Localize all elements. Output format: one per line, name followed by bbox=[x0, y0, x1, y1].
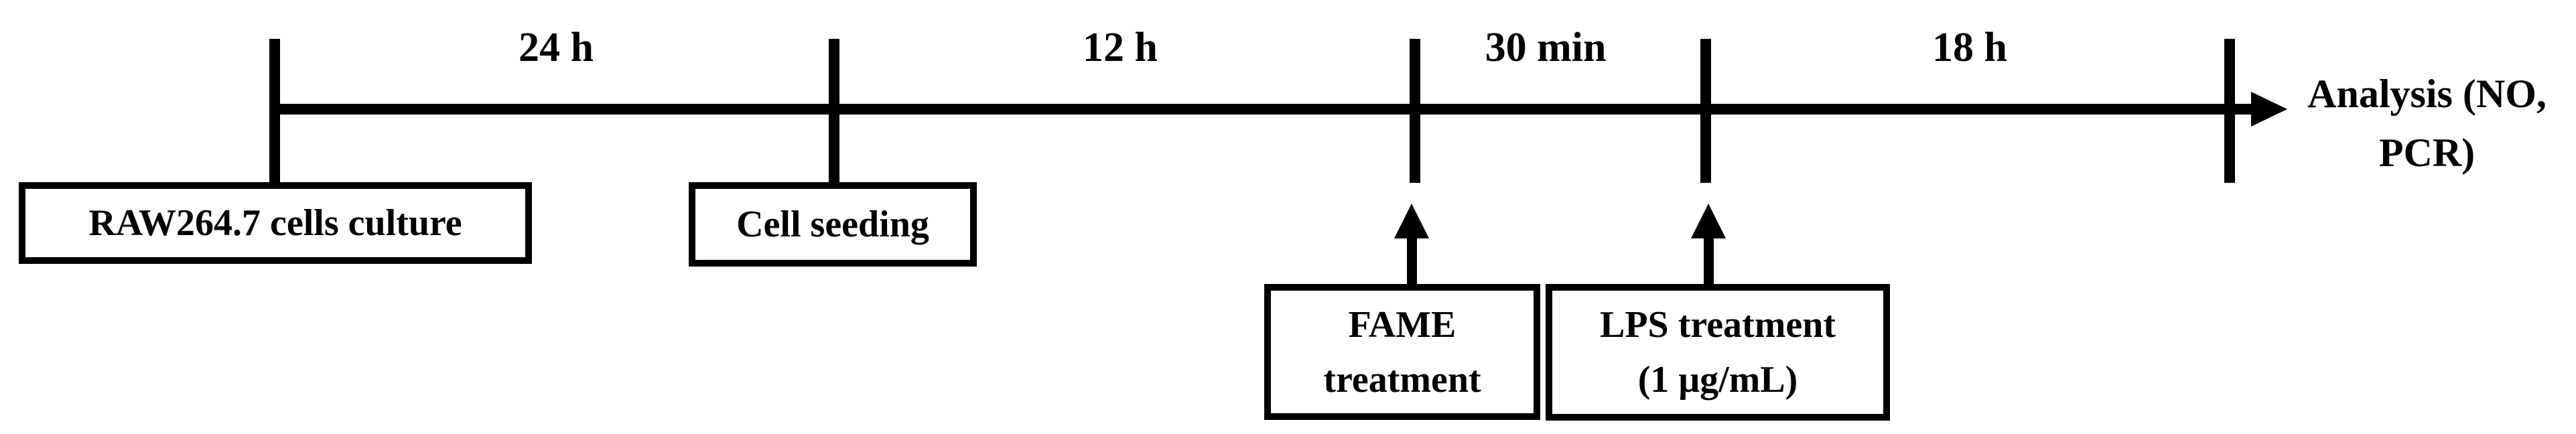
event-box-cell-seeding: Cell seeding bbox=[689, 182, 977, 267]
event-box-fame-treatment-line1: FAME bbox=[1348, 303, 1456, 346]
event-box-fame-treatment-line2: treatment bbox=[1323, 358, 1481, 401]
up-arrow-lps-icon bbox=[1691, 204, 1726, 284]
analysis-label-line2: PCR) bbox=[2378, 131, 2476, 175]
event-box-fame-treatment: FAME treatment bbox=[1264, 284, 1540, 420]
tick-lps-treatment bbox=[1700, 39, 1711, 183]
interval-label-30min: 30 min bbox=[1485, 25, 1607, 70]
tick-cells-culture bbox=[269, 39, 280, 183]
interval-label-12h: 12 h bbox=[1083, 25, 1158, 70]
event-box-lps-treatment-line1: LPS treatment bbox=[1600, 304, 1836, 346]
analysis-label-line1: Analysis (NO, bbox=[2307, 72, 2547, 116]
tick-cell-seeding bbox=[829, 39, 839, 183]
up-arrow-fame-icon bbox=[1394, 204, 1429, 284]
event-box-cells-culture-label: RAW264.7 cells culture bbox=[88, 202, 462, 244]
up-arrow-shaft bbox=[1406, 238, 1417, 284]
analysis-label: Analysis (NO, PCR) bbox=[2278, 64, 2576, 182]
event-box-lps-treatment-line2: (1 μg/mL) bbox=[1637, 359, 1798, 401]
tick-analysis bbox=[2224, 39, 2235, 183]
event-box-cell-seeding-label: Cell seeding bbox=[736, 204, 929, 245]
timeline-axis bbox=[269, 104, 2252, 115]
axis-arrowhead-icon bbox=[2251, 92, 2287, 127]
interval-label-18h: 18 h bbox=[1932, 25, 2007, 70]
up-arrow-shaft bbox=[1703, 238, 1714, 284]
event-box-lps-treatment: LPS treatment (1 μg/mL) bbox=[1546, 284, 1890, 421]
interval-label-24h: 24 h bbox=[519, 25, 594, 70]
up-arrowhead-icon bbox=[1691, 204, 1726, 238]
tick-fame-treatment bbox=[1410, 39, 1420, 183]
up-arrowhead-icon bbox=[1394, 204, 1429, 238]
event-box-cells-culture: RAW264.7 cells culture bbox=[19, 182, 532, 264]
